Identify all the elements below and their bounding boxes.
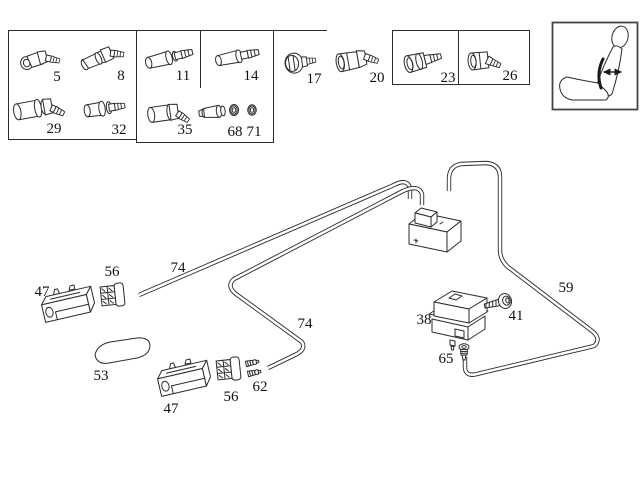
control-unit-38 (428, 290, 489, 351)
part-label-5[interactable]: 5 (53, 69, 61, 85)
part-label-35[interactable]: 35 (178, 122, 193, 138)
part-62-terminal-b (246, 368, 262, 378)
part-label-41[interactable]: 41 (509, 308, 524, 324)
part-47-lower-housing (154, 354, 213, 397)
legend-box-2 (136, 30, 274, 143)
lumbar-support-curve (597, 57, 605, 90)
part-32-straight-connector (83, 100, 126, 118)
part-35-elbow-connector (147, 103, 191, 124)
part-68-plug (198, 104, 226, 118)
part-26-elbow-plug-connector (467, 51, 502, 71)
part-68-ring (229, 104, 239, 116)
part-56-lower-block (215, 356, 242, 383)
part-14-straight-connector (215, 47, 260, 66)
cable-74-lower (228, 185, 425, 370)
part-label-47-upper[interactable]: 47 (35, 284, 51, 300)
part-label-26[interactable]: 26 (503, 68, 519, 84)
part-label-56-lower[interactable]: 56 (224, 389, 240, 405)
part-label-17[interactable]: 17 (307, 71, 323, 87)
valve-65 (458, 343, 470, 361)
part-29-elbow-connector (13, 98, 66, 121)
part-label-62[interactable]: 62 (253, 379, 268, 395)
part-5-elbow-connector (20, 50, 61, 71)
part-label-65[interactable]: 65 (439, 351, 454, 367)
part-label-32[interactable]: 32 (112, 122, 127, 138)
screw-41 (483, 293, 513, 309)
part-label-71[interactable]: 71 (247, 124, 262, 140)
legend-box-3 (392, 30, 530, 85)
callout-labels: 5 8 11 14 17 20 23 26 29 32 35 68 71 47 … (35, 68, 574, 417)
part-8-elbow-connector (80, 46, 125, 71)
part-label-47-lower[interactable]: 47 (164, 401, 180, 417)
part-71-ring (247, 104, 257, 116)
part-17-plug-connector (284, 52, 317, 74)
part-label-23[interactable]: 23 (441, 70, 456, 86)
seat-icon-frame (551, 21, 639, 111)
part-label-20[interactable]: 20 (370, 70, 385, 86)
part-label-56-upper[interactable]: 56 (105, 264, 121, 280)
part-label-29[interactable]: 29 (47, 121, 62, 137)
relay-unit (408, 207, 462, 253)
part-label-11[interactable]: 11 (176, 68, 190, 84)
cable-74-upper (138, 179, 413, 298)
part-label-53[interactable]: 53 (94, 368, 109, 384)
left-right-arrow-icon (602, 68, 623, 76)
part-label-74-upper[interactable]: 74 (171, 260, 187, 276)
part-label-74-lower[interactable]: 74 (298, 316, 314, 332)
legend-grid (8, 30, 530, 143)
cable-59 (446, 160, 600, 377)
part-label-38[interactable]: 38 (417, 312, 432, 328)
part-62-terminal-a (244, 358, 260, 368)
part-20-elbow-plug-connector (335, 50, 380, 73)
seat-icon[interactable] (551, 21, 639, 111)
part-label-14[interactable]: 14 (244, 68, 260, 84)
part-label-59[interactable]: 59 (559, 280, 574, 296)
part-label-8[interactable]: 8 (117, 68, 125, 84)
part-label-68[interactable]: 68 (228, 124, 243, 140)
part-11-straight-connector (145, 47, 194, 69)
part-53-pad (94, 337, 151, 364)
part-23-plug-connector (403, 51, 443, 73)
part-56-upper-block (99, 282, 126, 309)
